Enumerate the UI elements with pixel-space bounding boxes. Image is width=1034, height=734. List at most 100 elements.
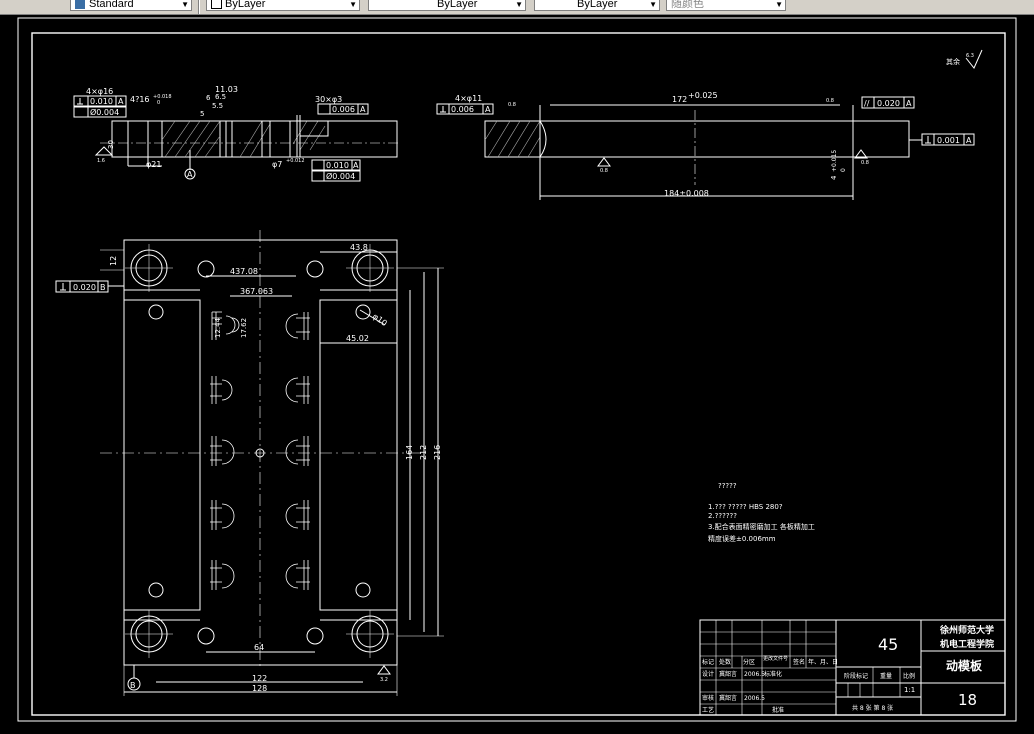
chevron-down-icon[interactable]: ▼ [649, 0, 657, 9]
cavity-column-left [210, 311, 240, 590]
designer-label: 设计 [702, 670, 714, 678]
corner-hole-br [346, 610, 394, 658]
college: 机电工程学院 [940, 638, 994, 650]
tol-172: +0.025 [688, 91, 718, 100]
dim-4: 4 [830, 175, 838, 180]
dim-17-62: 17.62 [240, 318, 248, 338]
top-left-section-view: A 0.010 A Ø0.004 4×φ16 4?16 +0.018 0 11.… [73, 85, 398, 182]
tol-4b: 0 [840, 168, 847, 172]
title-block: 45 徐州师范大学 机电工程学院 动模板 18 1:1 标记 处数 分区 更改文… [699, 619, 1006, 716]
dim-367: 367.063 [240, 287, 273, 296]
par-ref: A [906, 99, 912, 108]
h-date: 年、月、日 [808, 658, 838, 666]
linetype-value: ByLayer [437, 0, 478, 10]
rough-08c: 0.8 [600, 168, 608, 174]
dim-43-8: 43.8 [350, 243, 368, 252]
tol-phi7: +0.012 [286, 158, 305, 164]
text-style-icon [75, 0, 85, 9]
designer: 冀韶言 [719, 670, 737, 678]
dim-128: 128 [252, 684, 267, 693]
dim-55: 5.5 [212, 102, 223, 110]
rough-63: 6.3 [966, 53, 974, 59]
h-sign: 签名 [793, 658, 805, 666]
corner-hole-tl [125, 244, 173, 292]
chevron-down-icon[interactable]: ▼ [515, 0, 523, 9]
h-mark: 标记 [702, 658, 714, 666]
chevron-down-icon[interactable]: ▼ [349, 0, 357, 9]
linetype-combo[interactable]: ByLayer ▼ [368, 0, 526, 11]
holes-30: 30×φ3 [315, 95, 342, 104]
properties-toolbar: Standard▼ ByLayer▼ ByLayer▼ ByLayer▼ 随颜色… [0, 0, 1034, 15]
fcf5-value: Ø0.004 [326, 171, 355, 181]
date2: 2006.5 [744, 695, 765, 702]
dim-216: 216 [433, 445, 442, 460]
dim-30: 30 [107, 140, 115, 149]
dim-184: 184±0.008 [664, 189, 709, 198]
layer-combo[interactable]: ByLayer ▼ [206, 0, 360, 11]
notes-line3: 3.配合表面精密磨加工 各板精加工 [708, 522, 815, 531]
tol-label: +0.018 [153, 94, 172, 100]
drawing-no: 18 [958, 691, 977, 709]
dim-212: 212 [419, 445, 428, 460]
chevron-down-icon[interactable]: ▼ [181, 0, 189, 9]
fcf4-value: 0.010 [326, 161, 349, 170]
toolbar-empty-area [788, 0, 1034, 14]
datum-b-label: B [130, 681, 136, 690]
fcf3-value: 0.006 [332, 105, 355, 114]
dim-phi7: φ7 [272, 160, 282, 169]
ratio-label: 比例 [903, 672, 915, 680]
fcf4-ref: A [353, 161, 359, 170]
h-change: 更改文件号 [763, 655, 788, 662]
std-label: 标准化 [764, 670, 782, 678]
rough-08a: 0.8 [508, 102, 516, 108]
tr-holes: 4×φ11 [455, 94, 482, 103]
fcf2-value: Ø0.004 [90, 107, 119, 117]
rough-16: 1.6 [97, 158, 105, 164]
dim-12: 12 [109, 256, 118, 266]
main-fcf-ref: B [100, 283, 106, 292]
dim-12-44: 12.44 [214, 317, 222, 338]
drawing-canvas[interactable]: A 0.010 A Ø0.004 4×φ16 4?16 +0.018 0 11.… [0, 14, 1034, 734]
inner-border [31, 32, 1006, 716]
rough-08d: 0.8 [861, 160, 869, 166]
h-count: 处数 [719, 658, 731, 666]
university: 徐州师范大学 [939, 624, 994, 636]
perp-value: 0.001 [937, 136, 960, 145]
h-zone: 分区 [743, 658, 755, 666]
dim-64: 64 [254, 643, 264, 652]
dim-5: 5 [200, 110, 204, 118]
corner-hole-bl [125, 610, 173, 658]
dim-437: 437.08 [230, 267, 258, 276]
process-label: 工艺 [702, 706, 714, 714]
par-icon: // [864, 99, 870, 108]
rest-label: 其余 [946, 57, 960, 66]
notes-line1: 1.??? ????? HBS 280? [708, 503, 783, 511]
reviewer: 冀韶言 [719, 694, 737, 702]
fcf1-value: 0.010 [90, 97, 113, 106]
chevron-down-icon[interactable]: ▼ [775, 0, 783, 9]
plotstyle-value: 随颜色 [671, 0, 704, 10]
tr-fcf-ref: A [485, 105, 491, 114]
scale: 1:1 [904, 686, 915, 694]
material: 45 [878, 635, 898, 654]
plotstyle-combo[interactable]: 随颜色 ▼ [666, 0, 786, 11]
dim-phi10: φ10 [371, 312, 389, 328]
tol2-label: 0 [157, 100, 160, 106]
text-style-combo[interactable]: Standard▼ [70, 0, 192, 11]
toolbar-separator [198, 0, 200, 14]
approve-label: 批准 [772, 706, 784, 714]
perp-ref: A [966, 136, 972, 145]
notes-line2: 2.?????? [708, 512, 737, 520]
holes2-label: 4?16 [130, 95, 150, 104]
datum-a-label: A [187, 170, 193, 179]
dim-11: 11.03 [215, 85, 238, 94]
dim-172: 172 [672, 95, 687, 104]
top-right-side-view: 184±0.008 172 +0.025 0.006 A 4×φ11 0.8 0… [436, 49, 983, 200]
dim-phi21: φ21 [146, 160, 161, 169]
layer-value: ByLayer [225, 0, 266, 10]
main-fcf-value: 0.020 [73, 283, 96, 292]
lineweight-combo[interactable]: ByLayer▼ [534, 0, 660, 11]
dim-164: 164 [405, 445, 414, 460]
stage-label: 阶段标记 [844, 672, 868, 680]
cavity-column-right [285, 312, 310, 590]
